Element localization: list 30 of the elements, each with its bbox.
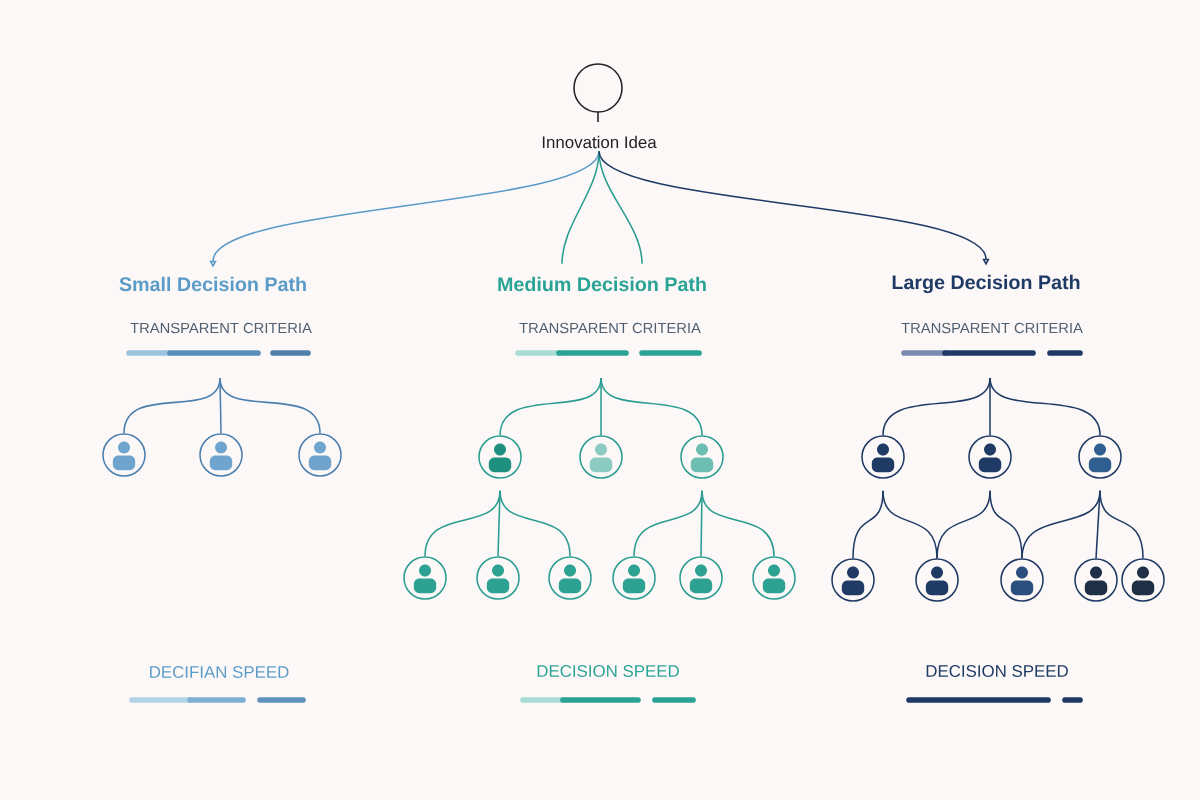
person-icon: [861, 435, 905, 479]
person-icon: [548, 556, 592, 600]
speed-label: DECIFIAN SPEED: [150, 666, 289, 678]
idea-label: Innovation Idea: [542, 135, 657, 149]
person-icon: [1078, 435, 1122, 479]
person-icon: [579, 435, 623, 479]
person-icon: [403, 556, 447, 600]
person-icon: [915, 558, 959, 602]
criteria-label: TRANSPARENT CRITERIA: [901, 322, 1083, 334]
person-icon: [680, 435, 724, 479]
speed-label: DECISION SPEED: [926, 665, 1068, 677]
path-heading: Medium Decision Path: [498, 276, 706, 292]
person-icon: [1000, 558, 1044, 602]
person-icon: [612, 556, 656, 600]
speed-label: DECISION SPEED: [537, 665, 679, 677]
person-icon: [298, 433, 342, 477]
person-icon: [1121, 558, 1165, 602]
criteria-label: TRANSPARENT CRITERIA: [519, 322, 701, 334]
criteria-label: TRANSPARENT CRITERIA: [130, 322, 312, 334]
person-icon: [199, 433, 243, 477]
person-icon: [1074, 558, 1118, 602]
path-heading: Large Decision Path: [892, 274, 1080, 294]
person-icon: [679, 556, 723, 600]
person-icon: [478, 435, 522, 479]
person-icon: [102, 433, 146, 477]
person-icon: [968, 435, 1012, 479]
path-heading: Small Decision Path: [119, 276, 306, 292]
person-icon: [831, 558, 875, 602]
person-icon: [752, 556, 796, 600]
person-icon: [476, 556, 520, 600]
